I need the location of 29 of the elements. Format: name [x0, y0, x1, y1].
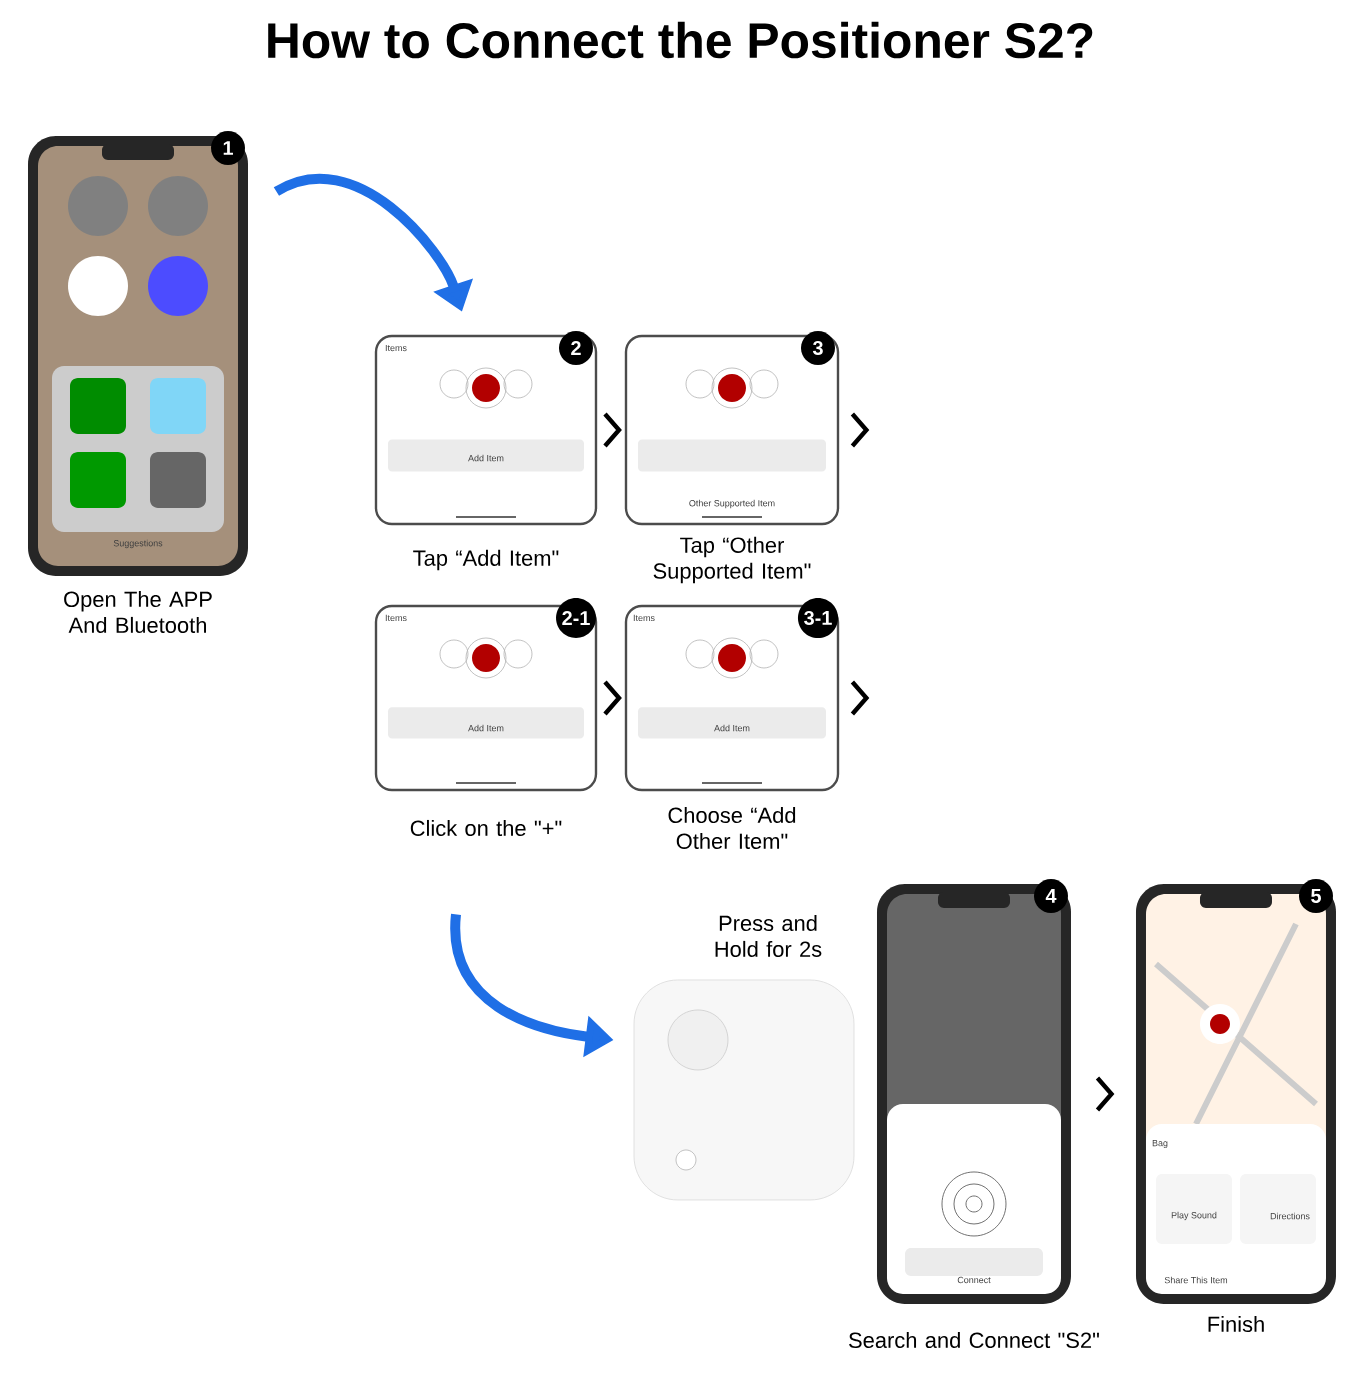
step-badge: 3: [801, 331, 835, 365]
step-badge: 5: [1299, 879, 1333, 913]
step-badge: 1: [211, 131, 245, 165]
tracker-tag-drawing: [633, 979, 855, 1201]
step-badge: 2: [559, 331, 593, 365]
phone-drawing: [877, 884, 1071, 1304]
chevron-arrow: [1095, 1076, 1115, 1112]
step-caption: Tap “Add Item": [413, 549, 559, 571]
step-caption: Click on the "+": [410, 819, 562, 837]
step-caption: Tap “Other Supported Item": [653, 536, 811, 584]
app-screenshot: [624, 604, 840, 792]
step-caption: Choose “Add Other Item": [668, 807, 796, 849]
step-caption: Press and Hold for 2s: [715, 915, 822, 957]
step-caption: Open The APP And Bluetooth: [64, 591, 212, 633]
step-badge: 3-1: [797, 597, 839, 639]
chevron-arrow: [850, 412, 870, 448]
title: How to Connect the Positioner S2?: [268, 21, 1093, 59]
step-badge: 2-1: [556, 598, 596, 638]
app-screenshot: [374, 604, 598, 792]
step-badge: 4: [1034, 879, 1068, 913]
app-screenshot: [624, 334, 840, 526]
chevron-arrow: [603, 680, 622, 716]
chevron-arrow: [603, 412, 622, 448]
step-caption: Finish: [1208, 1315, 1264, 1333]
phone-drawing: [28, 136, 248, 576]
chevron-arrow: [850, 680, 870, 716]
app-screenshot: [374, 334, 598, 526]
phone-drawing: [1136, 884, 1336, 1304]
step-caption: Search and Connect "S2": [849, 1331, 1099, 1349]
